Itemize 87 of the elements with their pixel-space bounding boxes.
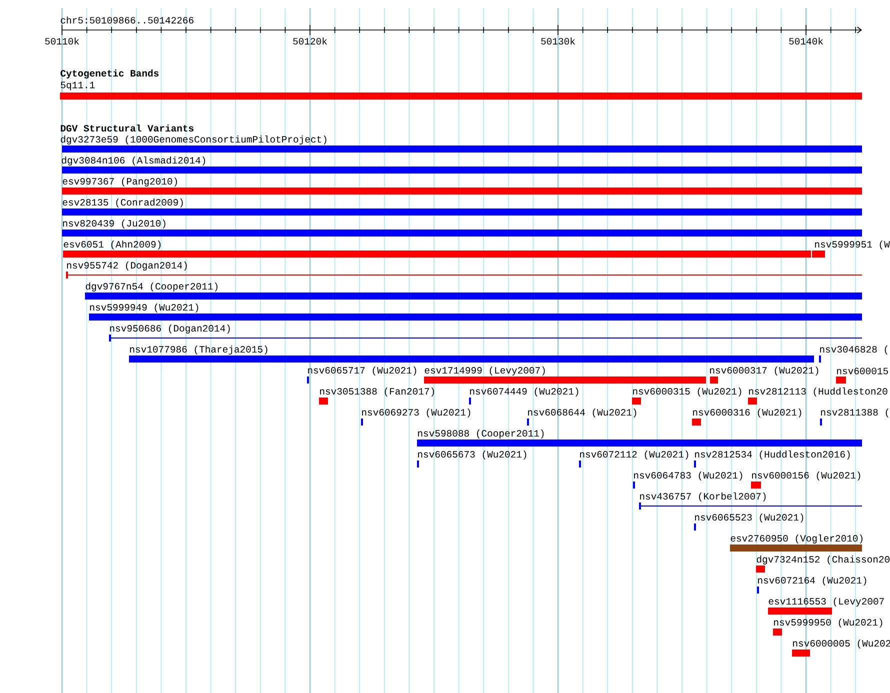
node-label: nsv5999949 (Wu2021) [90, 303, 198, 313]
variant-feature: dgv3273e59 (1000GenomesConsortiumPilotProject) [60, 135, 862, 152]
variant-feature: nsv950686 (Dogan2014) [109, 324, 863, 342]
node-label: esv28135 (Conrad2009) [62, 198, 183, 208]
variant-feature: esv2760950 (Vogler2010) [730, 534, 862, 552]
node-label: nsv6065717 (Wu2021) [308, 366, 416, 376]
cytoband: 5q11.1 [60, 82, 862, 100]
variant-feature: nsv955742 (Dogan2014) [66, 261, 863, 278]
node-label: esv997367 (Pang2010) [62, 177, 177, 187]
position-label: chr5:50109866..50142266 [60, 16, 194, 24]
tick-label: 50110k [45, 37, 79, 45]
variant-feature: nsv6000005 (Wu202 [792, 640, 890, 656]
variant-feature: nsv5999950 (Wu2021) [773, 618, 882, 636]
node-label: dgv7324n152 (Chaisson20 [756, 555, 890, 565]
node-label: nsv6000315 (Wu2021) [633, 387, 742, 397]
variant-feature: esv1714999 (Levy2007) [424, 366, 706, 384]
variant-feature: nsv6000315 (Wu2021) [632, 387, 742, 404]
variant-feature: nsv5999949 (Wu2021) [89, 303, 862, 320]
node-label: nsv598088 (Cooper2011) [418, 429, 544, 439]
tick-label: 50140k [789, 37, 823, 45]
variant-feature: nsv6072112 (Wu2021) [579, 450, 688, 468]
node-label: nsv6000156 (Wu2021) [752, 471, 860, 481]
node-label: nsv6065673 (Wu2021) [418, 450, 526, 460]
tick-label: 50120k [293, 37, 327, 45]
node-label: esv1714999 (Levy2007) [424, 366, 545, 376]
node-label: nsv820439 (Ju2010) [63, 219, 166, 229]
node-label: nsv5999950 (Wu2021) [774, 618, 882, 628]
node-label: nsv6065523 (Wu2021) [695, 513, 804, 523]
node-label: nsv2812534 (Huddleston2016) [695, 450, 850, 460]
node-label: dgv3273e59 (1000GenomesConsortiumPilotProject) [60, 135, 326, 145]
node-label: nsv6072164 (Wu2021) [758, 576, 866, 586]
variant-feature: esv28135 (Conrad2009) [62, 198, 862, 216]
node-label: 5q11.1 [60, 82, 95, 90]
node-label: nsv436757 (Korbel2007) [640, 492, 766, 502]
variant-feature: nsv6065523 (Wu2021) [694, 514, 804, 530]
variant-feature: nsv820439 (Ju2010) [62, 219, 862, 236]
variant-feature: nsv6065717 (Wu2021) [307, 366, 416, 384]
variant-feature: esv1116553 (Levy2007 [768, 598, 884, 614]
node-label: nsv6000317 (Wu2021) [710, 366, 818, 376]
variant-feature: nsv6065673 (Wu2021) [417, 450, 526, 468]
variant-feature: nsv1077986 (Thareja2015) [129, 345, 814, 362]
variant-feature: nsv598088 (Cooper2011) [417, 429, 862, 446]
node-label: nsv3051388 (Fan2017) [320, 387, 434, 397]
variant-feature: esv997367 (Pang2010) [62, 177, 862, 194]
node-label: nsv2811388 ( [821, 408, 888, 418]
variant-feature: nsv6069273 (Wu2021) [361, 408, 470, 426]
variant-feature: nsv6000156 (Wu2021) [751, 471, 860, 488]
variant-feature: nsv6074449 (Wu2021) [469, 387, 578, 404]
variant-feature: dgv7324n152 (Chaisson20 [756, 556, 890, 572]
variant-feature: nsv5999951 (W [812, 240, 890, 258]
variant-feature: nsv6072164 (Wu2021) [757, 576, 866, 594]
node-label: nsv6000005 (Wu202 [793, 639, 890, 649]
variant-feature: dgv3084n106 (Alsmadi2014) [62, 156, 862, 174]
node-label: nsv5999951 (W [815, 240, 890, 250]
node-label: nsv3046828 ( [820, 345, 888, 355]
node-label: esv1116553 (Levy2007 [768, 597, 884, 607]
track-heading: Cytogenetic Bands [60, 69, 159, 79]
variant-feature: nsv3051388 (Fan2017) [319, 387, 434, 404]
tick-label: 50130k [541, 37, 575, 45]
node-label: esv2760950 (Vogler2010) [730, 534, 862, 544]
variant-feature: esv6051 (Ahn2009) [63, 240, 812, 258]
variant-feature: nsv2812113 (Huddleston20 [748, 387, 888, 404]
node-label: nsv1077986 (Thareja2015) [130, 345, 268, 355]
variant-feature: nsv2812534 (Huddleston2016) [694, 450, 850, 468]
variant-feature: nsv6064783 (Wu2021) [633, 471, 742, 488]
node-label: esv6051 (Ahn2009) [64, 240, 161, 250]
node-label: nsv6068644 (Wu2021) [528, 408, 636, 418]
node-label: nsv6074449 (Wu2021) [470, 387, 578, 397]
node-label: nsv2812113 (Huddleston20 [749, 387, 888, 397]
track-heading: DGV Structural Variants [60, 124, 194, 132]
node-label: dgv3084n106 (Alsmadi2014) [62, 156, 206, 166]
variant-feature: nsv436757 (Korbel2007) [639, 492, 863, 510]
variant-feature: dgv9767n54 (Cooper2011) [85, 282, 862, 300]
node-label: dgv9767n54 (Cooper2011) [86, 282, 218, 292]
variant-feature: nsv6000316 (Wu2021) [692, 408, 802, 426]
node-label: nsv6072112 (Wu2021) [580, 450, 688, 460]
node-label: nsv6064783 (Wu2021) [634, 471, 742, 481]
variant-feature: nsv600015 [836, 368, 888, 384]
node-label: nsv955742 (Dogan2014) [67, 261, 187, 271]
variant-feature: nsv3046828 ( [819, 345, 888, 362]
variant-feature: nsv6000317 (Wu2021) [710, 366, 818, 384]
node-label: nsv950686 (Dogan2014) [110, 324, 230, 334]
variant-feature: nsv6068644 (Wu2021) [527, 408, 636, 426]
variant-feature: nsv2811388 ( [820, 408, 888, 426]
node-label: nsv6000316 (Wu2021) [693, 408, 802, 418]
node-label: nsv600015 [837, 368, 888, 374]
node-label: nsv6069273 (Wu2021) [362, 408, 470, 418]
